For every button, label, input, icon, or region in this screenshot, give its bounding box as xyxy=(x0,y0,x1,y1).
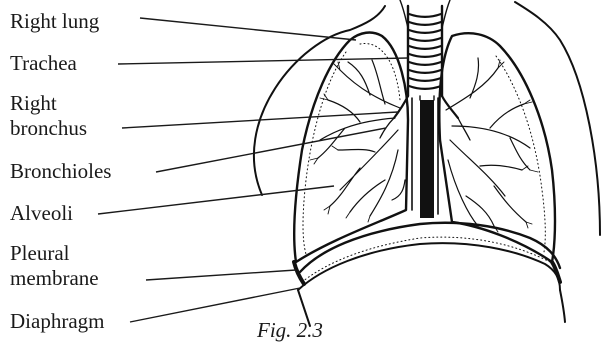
labels: Right lung Trachea Right bronchus Bronch… xyxy=(10,9,323,342)
label-bronchioles: Bronchioles xyxy=(10,159,111,183)
label-pleural-line1: Pleural xyxy=(10,241,70,265)
right-lung xyxy=(294,33,408,262)
diaphragm xyxy=(294,223,565,326)
leader-pleural-membrane xyxy=(146,270,296,280)
leader-trachea xyxy=(118,58,408,64)
leader-diaphragm xyxy=(130,288,300,322)
label-right-lung: Right lung xyxy=(10,9,100,33)
label-trachea: Trachea xyxy=(10,51,78,75)
label-right-bronchus-line2: bronchus xyxy=(10,116,87,140)
central-column xyxy=(420,100,434,218)
label-diaphragm: Diaphragm xyxy=(10,309,104,333)
figure-caption: Fig. 2.3 xyxy=(256,318,323,342)
trachea xyxy=(400,0,450,96)
label-pleural-line2: membrane xyxy=(10,266,99,290)
leader-lines xyxy=(98,18,408,322)
label-right-bronchus-line1: Right xyxy=(10,91,57,115)
leader-right-bronchus xyxy=(122,112,398,128)
leader-right-lung xyxy=(140,18,356,40)
leader-alveoli xyxy=(98,186,334,214)
label-alveoli: Alveoli xyxy=(10,201,73,225)
